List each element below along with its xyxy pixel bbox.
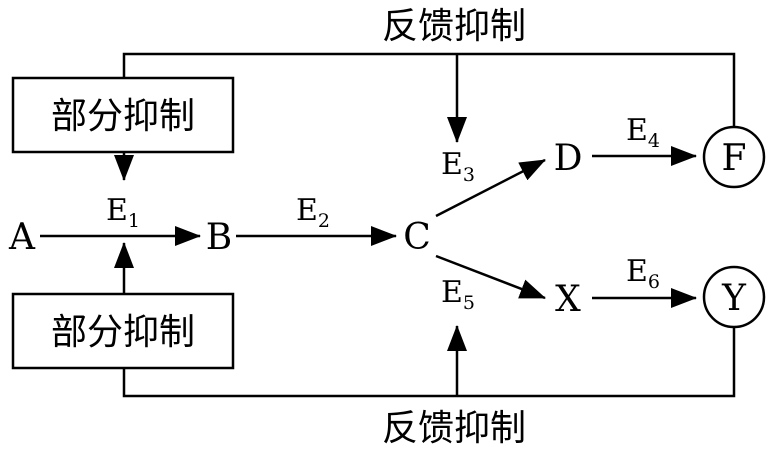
enzyme-e6-base: E bbox=[626, 254, 648, 289]
node-y-circle bbox=[702, 265, 766, 329]
enzyme-e5-base: E bbox=[441, 275, 463, 310]
node-a: A bbox=[8, 217, 36, 258]
node-f-circle bbox=[702, 125, 766, 189]
enzyme-e1-sub: 1 bbox=[128, 210, 140, 232]
enzyme-e1-base: E bbox=[106, 193, 128, 228]
node-d: D bbox=[554, 138, 583, 179]
enzyme-e4-base: E bbox=[626, 113, 648, 148]
partial-inhibition-box-bottom bbox=[11, 292, 235, 370]
partial-inhibition-bottom-label: 部分抑制 bbox=[51, 312, 195, 353]
enzyme-e5: E5 bbox=[441, 275, 475, 314]
enzyme-e3-sub: 3 bbox=[463, 164, 475, 186]
partial-inhibition-box-top bbox=[11, 76, 235, 154]
enzyme-e6-sub: 6 bbox=[648, 271, 660, 293]
arrow-c-x bbox=[435, 254, 546, 300]
enzyme-e6: E6 bbox=[626, 254, 660, 293]
feedback-inhibition-top-label: 反馈抑制 bbox=[382, 6, 526, 47]
enzyme-e3: E3 bbox=[441, 147, 475, 186]
enzyme-e4: E4 bbox=[626, 113, 660, 152]
enzyme-e2-sub: 2 bbox=[318, 210, 330, 232]
feedback-bottom-loop bbox=[122, 316, 736, 398]
enzyme-e5-sub: 5 bbox=[463, 292, 475, 314]
enzyme-e3-base: E bbox=[441, 147, 463, 182]
enzyme-e4-sub: 4 bbox=[648, 130, 660, 152]
enzyme-e2-base: E bbox=[296, 193, 318, 228]
feedback-inhibition-bottom-label: 反馈抑制 bbox=[382, 408, 526, 449]
enzyme-e2: E2 bbox=[296, 193, 330, 232]
enzyme-e1: E1 bbox=[106, 193, 140, 232]
arrow-c-d bbox=[435, 158, 546, 218]
node-c: C bbox=[403, 217, 431, 258]
node-x: X bbox=[555, 279, 581, 320]
node-b: B bbox=[206, 217, 232, 258]
node-y: Y bbox=[721, 278, 747, 319]
partial-inhibition-top-label: 部分抑制 bbox=[51, 96, 195, 137]
node-f: F bbox=[722, 138, 747, 179]
feedback-top-loop bbox=[122, 52, 736, 137]
